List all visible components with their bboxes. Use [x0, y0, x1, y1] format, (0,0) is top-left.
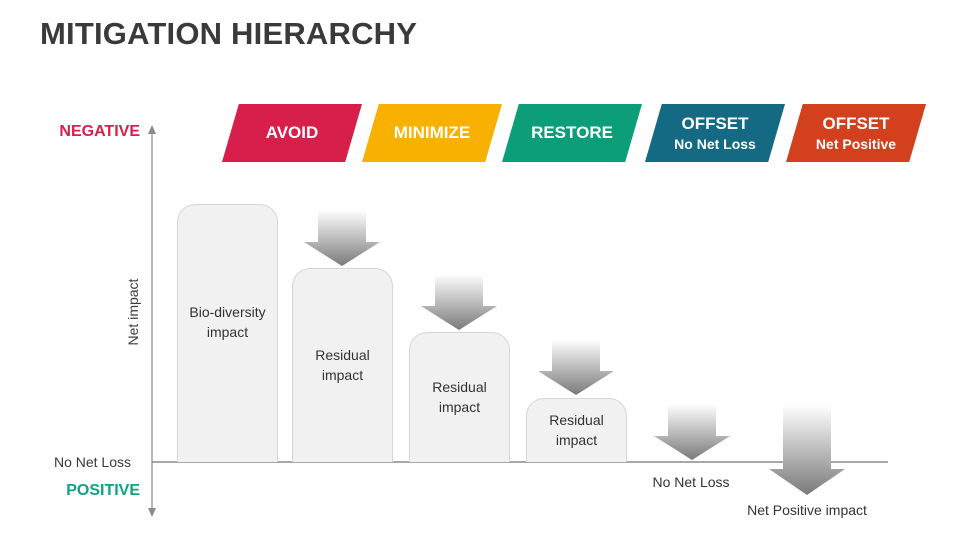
- axis-arrow-down-icon: [148, 508, 156, 517]
- step-restore-banner: RESTORE: [502, 104, 642, 162]
- step-minimize-banner: MINIMIZE: [362, 104, 502, 162]
- baseline-label: No Net Loss: [53, 454, 131, 470]
- page-title: MITIGATION HIERARCHY: [40, 16, 418, 51]
- step-title: OFFSET: [681, 114, 749, 134]
- step-offset-net-positive-banner: OFFSET Net Positive: [786, 104, 926, 162]
- step-offset-no-net-loss-banner: OFFSET No Net Loss: [645, 104, 785, 162]
- residual-impact-bar-2: Residual impact: [409, 332, 510, 462]
- residual-impact-bar-3: Residual impact: [526, 398, 627, 462]
- bar-label: Bio-diversity impact: [189, 304, 266, 340]
- reduction-arrow-icon: [304, 210, 380, 266]
- scale-positive-label: POSITIVE: [66, 482, 140, 499]
- step-subtitle: Net Positive: [815, 135, 897, 152]
- step-avoid-banner: AVOID: [222, 104, 362, 162]
- scale-negative-label: NEGATIVE: [59, 123, 140, 140]
- step-title: OFFSET: [822, 114, 890, 134]
- bar-label: Residual impact: [432, 378, 487, 415]
- reduction-arrow-icon: [654, 404, 730, 460]
- axis-arrow-up-icon: [148, 125, 156, 134]
- net-positive-arrow-icon: [769, 405, 845, 495]
- step-title: MINIMIZE: [393, 123, 471, 143]
- step-title: AVOID: [265, 123, 319, 143]
- bar-label: Residual impact: [315, 346, 370, 383]
- reduction-arrow-icon: [538, 339, 614, 395]
- step-title: RESTORE: [531, 123, 613, 143]
- residual-impact-bar-1: Residual impact: [292, 268, 393, 462]
- net-positive-impact-label: Net Positive impact: [747, 502, 867, 518]
- bar-label: Residual impact: [549, 411, 604, 448]
- no-net-loss-label: No Net Loss: [652, 474, 730, 490]
- step-subtitle: No Net Loss: [674, 135, 756, 152]
- reduction-arrow-icon: [421, 274, 497, 330]
- biodiversity-impact-bar: Bio-diversity impact: [177, 204, 278, 462]
